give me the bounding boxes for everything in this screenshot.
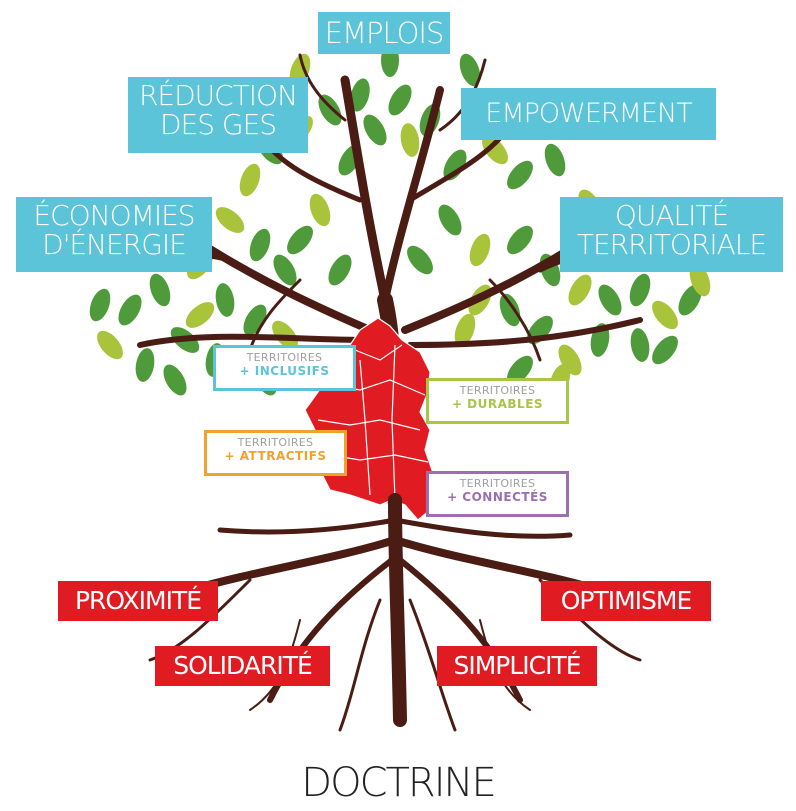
territory-small-text: TERRITOIRES: [237, 436, 314, 449]
root-label-optimisme: OPTIMISME: [541, 581, 711, 621]
leaf: [243, 304, 267, 336]
leaf: [454, 313, 476, 347]
branch-text: TERRITORIALE: [576, 228, 767, 262]
leaf: [499, 293, 521, 327]
root-label-proximite: PROXIMITÉ: [58, 581, 218, 621]
leaf: [363, 114, 387, 146]
root-label-simplicite: SIMPLICITÉ: [437, 646, 597, 686]
leaf: [163, 364, 187, 396]
branch-text: ÉCONOMIES: [33, 199, 195, 232]
leaf: [507, 225, 533, 255]
territory-big-text: + DURABLES: [451, 397, 544, 411]
leaf: [149, 273, 171, 307]
branch-label-empowerment: EMPOWERMENT: [461, 88, 716, 140]
territory-small-text: TERRITOIRES: [459, 384, 536, 397]
leaf: [135, 348, 155, 382]
branch-text: RÉDUCTION: [138, 79, 298, 112]
territory-big-text: + INCLUSIFS: [239, 364, 330, 378]
leaf: [388, 84, 412, 116]
branch-text: EMPOWERMENT: [485, 98, 692, 129]
branch-label-economies: ÉCONOMIES D'ÉNERGIE: [16, 197, 212, 272]
territory-small-text: TERRITOIRES: [246, 351, 323, 364]
branch-text: D'ÉNERGIE: [42, 228, 187, 262]
leaf: [568, 274, 592, 306]
leaf: [118, 294, 142, 326]
leaf: [89, 288, 111, 322]
territory-attractifs: TERRITOIRES + ATTRACTIFS: [204, 430, 347, 476]
branch-text: QUALITÉ: [614, 199, 729, 232]
territory-big-text: + CONNECTÉS: [447, 490, 548, 504]
leaf: [239, 163, 261, 197]
leaf: [185, 302, 215, 328]
leaf: [407, 245, 433, 275]
leaf: [438, 204, 462, 236]
leaf: [328, 254, 352, 286]
leaf: [629, 273, 651, 307]
leaf: [652, 300, 678, 330]
leaf: [652, 335, 678, 365]
branch-label-emplois: EMPLOIS: [318, 12, 450, 54]
territory-durables: TERRITOIRES + DURABLES: [426, 378, 569, 424]
leaf: [482, 135, 508, 165]
leaf: [459, 53, 481, 87]
leaf: [309, 193, 331, 227]
leaf: [215, 283, 235, 317]
page-title: DOCTRINE: [301, 760, 496, 806]
leaf: [544, 143, 566, 177]
leaf: [507, 355, 533, 385]
territory-inclusifs: TERRITOIRES + INCLUSIFS: [213, 345, 356, 391]
map-borders: [317, 344, 429, 501]
leaf: [469, 233, 491, 267]
leaf: [630, 328, 650, 362]
leaf: [678, 284, 702, 316]
territory-connectes: TERRITOIRES + CONNECTÉS: [426, 471, 569, 517]
leaf: [249, 228, 271, 262]
leaf: [273, 254, 297, 286]
branch-label-qualite: QUALITÉ TERRITORIALE: [560, 197, 783, 272]
leaf: [443, 149, 467, 181]
leaf: [215, 207, 245, 233]
leaf: [97, 330, 123, 360]
territory-small-text: TERRITOIRES: [459, 477, 536, 490]
leaf: [287, 225, 313, 255]
territory-big-text: + ATTRACTIFS: [224, 449, 327, 463]
branch-text: EMPLOIS: [324, 16, 445, 50]
branch-label-reduction: RÉDUCTION DES GES: [128, 77, 308, 153]
branch-text: DES GES: [159, 108, 277, 142]
leaf: [400, 123, 420, 157]
leaf: [558, 344, 582, 376]
leaf: [350, 78, 370, 112]
leaf: [507, 160, 533, 190]
root-label-solidarite: SOLIDARITÉ: [155, 646, 330, 686]
leaf: [598, 284, 622, 316]
